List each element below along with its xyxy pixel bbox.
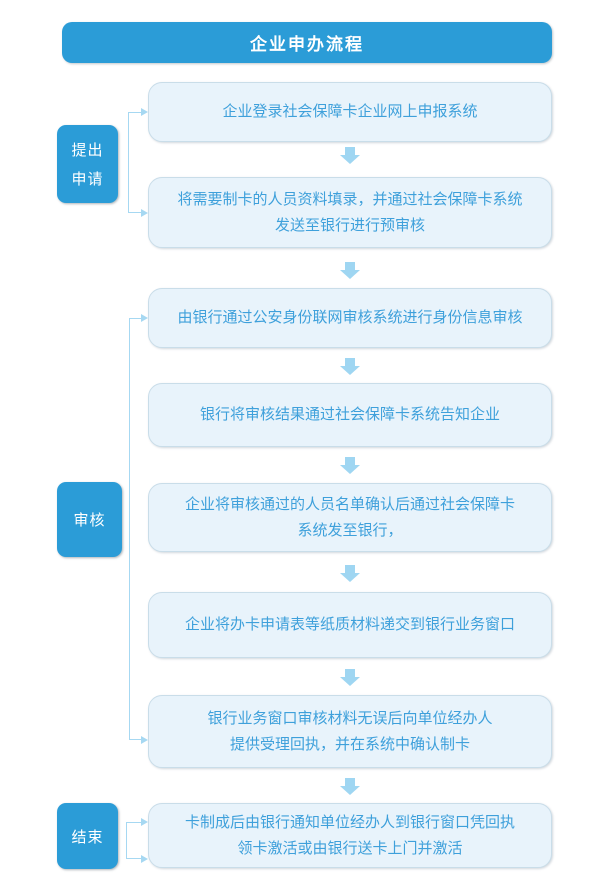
stage-label-apply-line1: 提出	[71, 142, 104, 159]
stage-label-finish: 结束	[57, 803, 118, 869]
bracket-review	[129, 318, 144, 740]
step-box-5-text2: 系统发至银行，	[297, 521, 403, 539]
down-arrow-icon	[340, 669, 360, 686]
bracket-arrow-icon	[141, 314, 148, 322]
down-arrow-icon	[340, 147, 360, 164]
step-box-3: 由银行通过公安身份联网审核系统进行身份信息审核	[148, 288, 552, 348]
stage-label-review: 审核	[57, 482, 122, 557]
stage-label-finish-text: 结束	[71, 828, 104, 846]
bracket-apply	[128, 112, 144, 213]
bracket-arrow-icon	[141, 818, 148, 826]
down-arrow-icon	[340, 358, 360, 375]
step-box-5: 企业将审核通过的人员名单确认后通过社会保障卡 系统发至银行，	[148, 483, 552, 552]
down-arrow-icon	[340, 565, 360, 582]
page-title: 企业申办流程	[62, 22, 552, 63]
step-box-2-text: 将需要制卡的人员资料填录，并通过社会保障卡系统	[177, 190, 523, 208]
step-box-7-text2: 提供受理回执，并在系统中确认制卡	[229, 735, 470, 753]
bracket-arrow-icon	[141, 736, 148, 744]
step-box-8-text: 卡制成后由银行通知单位经办人到银行窗口凭回执	[184, 813, 515, 831]
step-box-1-text: 企业登录社会保障卡企业网上申报系统	[222, 103, 478, 120]
step-box-8: 卡制成后由银行通知单位经办人到银行窗口凭回执 领卡激活或由银行送卡上门并激活	[148, 803, 552, 868]
step-box-2: 将需要制卡的人员资料填录，并通过社会保障卡系统 发送至银行进行预审核	[148, 177, 552, 248]
step-box-7: 银行业务窗口审核材料无误后向单位经办人 提供受理回执，并在系统中确认制卡	[148, 695, 552, 768]
down-arrow-icon	[340, 262, 360, 279]
step-box-4: 银行将审核结果通过社会保障卡系统告知企业	[148, 383, 552, 447]
step-box-3-text: 由银行通过公安身份联网审核系统进行身份信息审核	[177, 309, 523, 326]
step-box-6-text: 企业将办卡申请表等纸质材料递交到银行业务窗口	[184, 616, 515, 633]
down-arrow-icon	[340, 778, 360, 795]
bracket-arrow-icon	[141, 108, 148, 116]
step-box-5-text: 企业将审核通过的人员名单确认后通过社会保障卡	[184, 495, 515, 513]
step-box-6: 企业将办卡申请表等纸质材料递交到银行业务窗口	[148, 592, 552, 658]
step-box-7-text: 银行业务窗口审核材料无误后向单位经办人	[207, 709, 493, 727]
stage-label-review-text: 审核	[73, 512, 106, 529]
step-box-2-text2: 发送至银行进行预审核	[274, 216, 425, 234]
bracket-arrow-icon	[141, 209, 148, 217]
bracket-arrow-icon	[141, 855, 148, 863]
step-box-8-text2: 领卡激活或由银行送卡上门并激活	[237, 839, 463, 857]
step-box-4-text: 银行将审核结果通过社会保障卡系统告知企业	[199, 406, 500, 423]
page-title-text: 企业申办流程	[250, 35, 364, 54]
step-box-1: 企业登录社会保障卡企业网上申报系统	[148, 82, 552, 142]
bracket-finish	[126, 822, 144, 859]
stage-label-apply: 提出 申请	[57, 125, 118, 203]
stage-label-apply-line2: 申请	[71, 171, 104, 188]
down-arrow-icon	[340, 457, 360, 474]
